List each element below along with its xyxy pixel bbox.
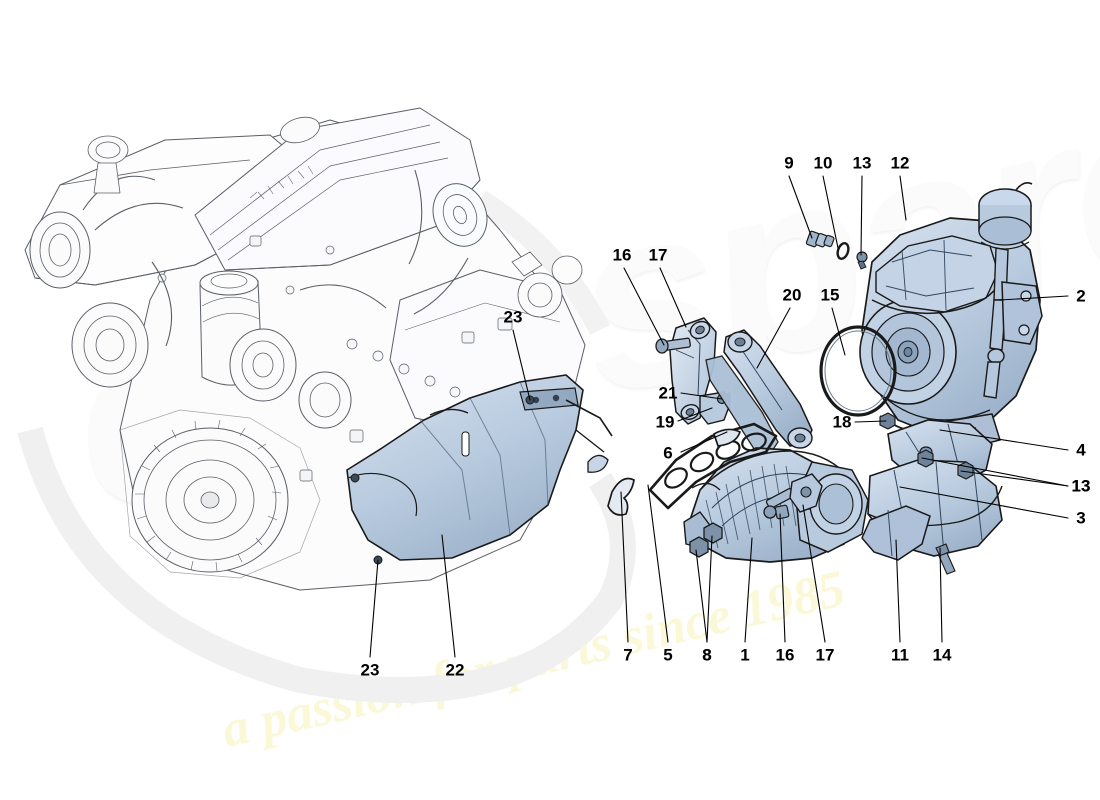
callout-number-23[interactable]: 23 xyxy=(503,307,523,327)
leader-line-19 xyxy=(677,407,713,422)
leader-line-23 xyxy=(369,559,379,658)
leader-line-18 xyxy=(854,420,887,423)
leader-line-4 xyxy=(939,429,1069,451)
callout-number-11[interactable]: 11 xyxy=(891,645,909,665)
callout-number-23[interactable]: 23 xyxy=(360,660,380,680)
callout-number-20[interactable]: 20 xyxy=(782,285,802,305)
leader-line-8 xyxy=(706,535,713,643)
callout-number-21[interactable]: 21 xyxy=(658,383,678,403)
callout-number-13[interactable]: 13 xyxy=(1071,476,1091,496)
leader-line-9 xyxy=(788,175,813,239)
turbo-actuator xyxy=(978,182,1033,250)
callout-number-13[interactable]: 13 xyxy=(852,153,872,173)
leader-line-11 xyxy=(895,539,901,643)
part-16-bolt-bracket xyxy=(655,337,691,354)
leader-line-17 xyxy=(802,504,826,643)
callout-number-8[interactable]: 8 xyxy=(702,645,712,665)
callout-number-6[interactable]: 6 xyxy=(663,443,673,463)
leader-line-5 xyxy=(647,484,669,643)
leader-line-13 xyxy=(860,175,863,256)
part-14-screw-fastener xyxy=(935,543,956,575)
leader-line-22 xyxy=(441,534,456,658)
leader-line-2 xyxy=(999,295,1069,301)
leader-line-7 xyxy=(620,491,629,643)
leader-line-21 xyxy=(680,392,723,400)
leader-line-14 xyxy=(939,547,943,643)
leader-line-13 xyxy=(921,457,1069,487)
callout-number-22[interactable]: 22 xyxy=(445,660,465,680)
callout-number-17[interactable]: 17 xyxy=(815,645,835,665)
callout-number-1[interactable]: 1 xyxy=(740,645,750,665)
part-9-fitting-connector xyxy=(805,230,835,248)
callout-number-7[interactable]: 7 xyxy=(623,645,633,665)
part-11-heat-shield-end xyxy=(861,505,931,561)
callout-number-2[interactable]: 2 xyxy=(1076,286,1086,306)
leader-line-10 xyxy=(822,175,839,249)
part-18-nut-small xyxy=(879,412,896,430)
part-6-gasket-seal-strip xyxy=(712,428,742,447)
part-5-manifold-gasket xyxy=(648,422,778,510)
leader-line-12 xyxy=(899,175,907,221)
leader-line-8 xyxy=(695,549,708,643)
leader-line-6 xyxy=(680,431,728,453)
leader-line-17 xyxy=(659,267,687,328)
part-8-nuts-manifold xyxy=(689,522,723,558)
leader-line-23 xyxy=(512,329,531,401)
leader-line-15 xyxy=(831,307,846,356)
part-12-turbo-housing-cover xyxy=(871,235,1001,315)
part-10-o-ring-seal xyxy=(836,242,850,260)
part-13-bolt-upper xyxy=(856,251,868,270)
leader-line-16 xyxy=(623,267,665,346)
leader-line-13 xyxy=(960,470,1069,487)
callout-number-3[interactable]: 3 xyxy=(1076,508,1086,528)
callout-number-16[interactable]: 16 xyxy=(775,645,795,665)
part-22-heat-shield-engine xyxy=(346,374,613,561)
callout-number-16[interactable]: 16 xyxy=(612,245,632,265)
leader-line-16 xyxy=(779,513,786,643)
leader-line-20 xyxy=(756,307,791,369)
callout-number-18[interactable]: 18 xyxy=(832,412,852,432)
part-17-bracket-lower-manifold xyxy=(789,473,823,513)
callout-number-9[interactable]: 9 xyxy=(784,153,794,173)
callout-number-4[interactable]: 4 xyxy=(1076,440,1086,460)
callout-number-17[interactable]: 17 xyxy=(648,245,668,265)
leader-line-1 xyxy=(744,537,753,643)
part-15-sealing-ring xyxy=(819,325,897,417)
part-13-bolts-lower xyxy=(917,449,974,480)
callout-number-15[interactable]: 15 xyxy=(820,285,840,305)
callout-number-8[interactable]: 8 xyxy=(702,645,712,665)
callout-number-19[interactable]: 19 xyxy=(655,412,675,432)
callout-number-12[interactable]: 12 xyxy=(890,153,910,173)
callout-number-10[interactable]: 10 xyxy=(813,153,833,173)
leader-line-3 xyxy=(899,486,1069,519)
callout-number-13[interactable]: 13 xyxy=(1071,476,1091,496)
callout-number-5[interactable]: 5 xyxy=(663,645,673,665)
callout-number-14[interactable]: 14 xyxy=(932,645,952,665)
